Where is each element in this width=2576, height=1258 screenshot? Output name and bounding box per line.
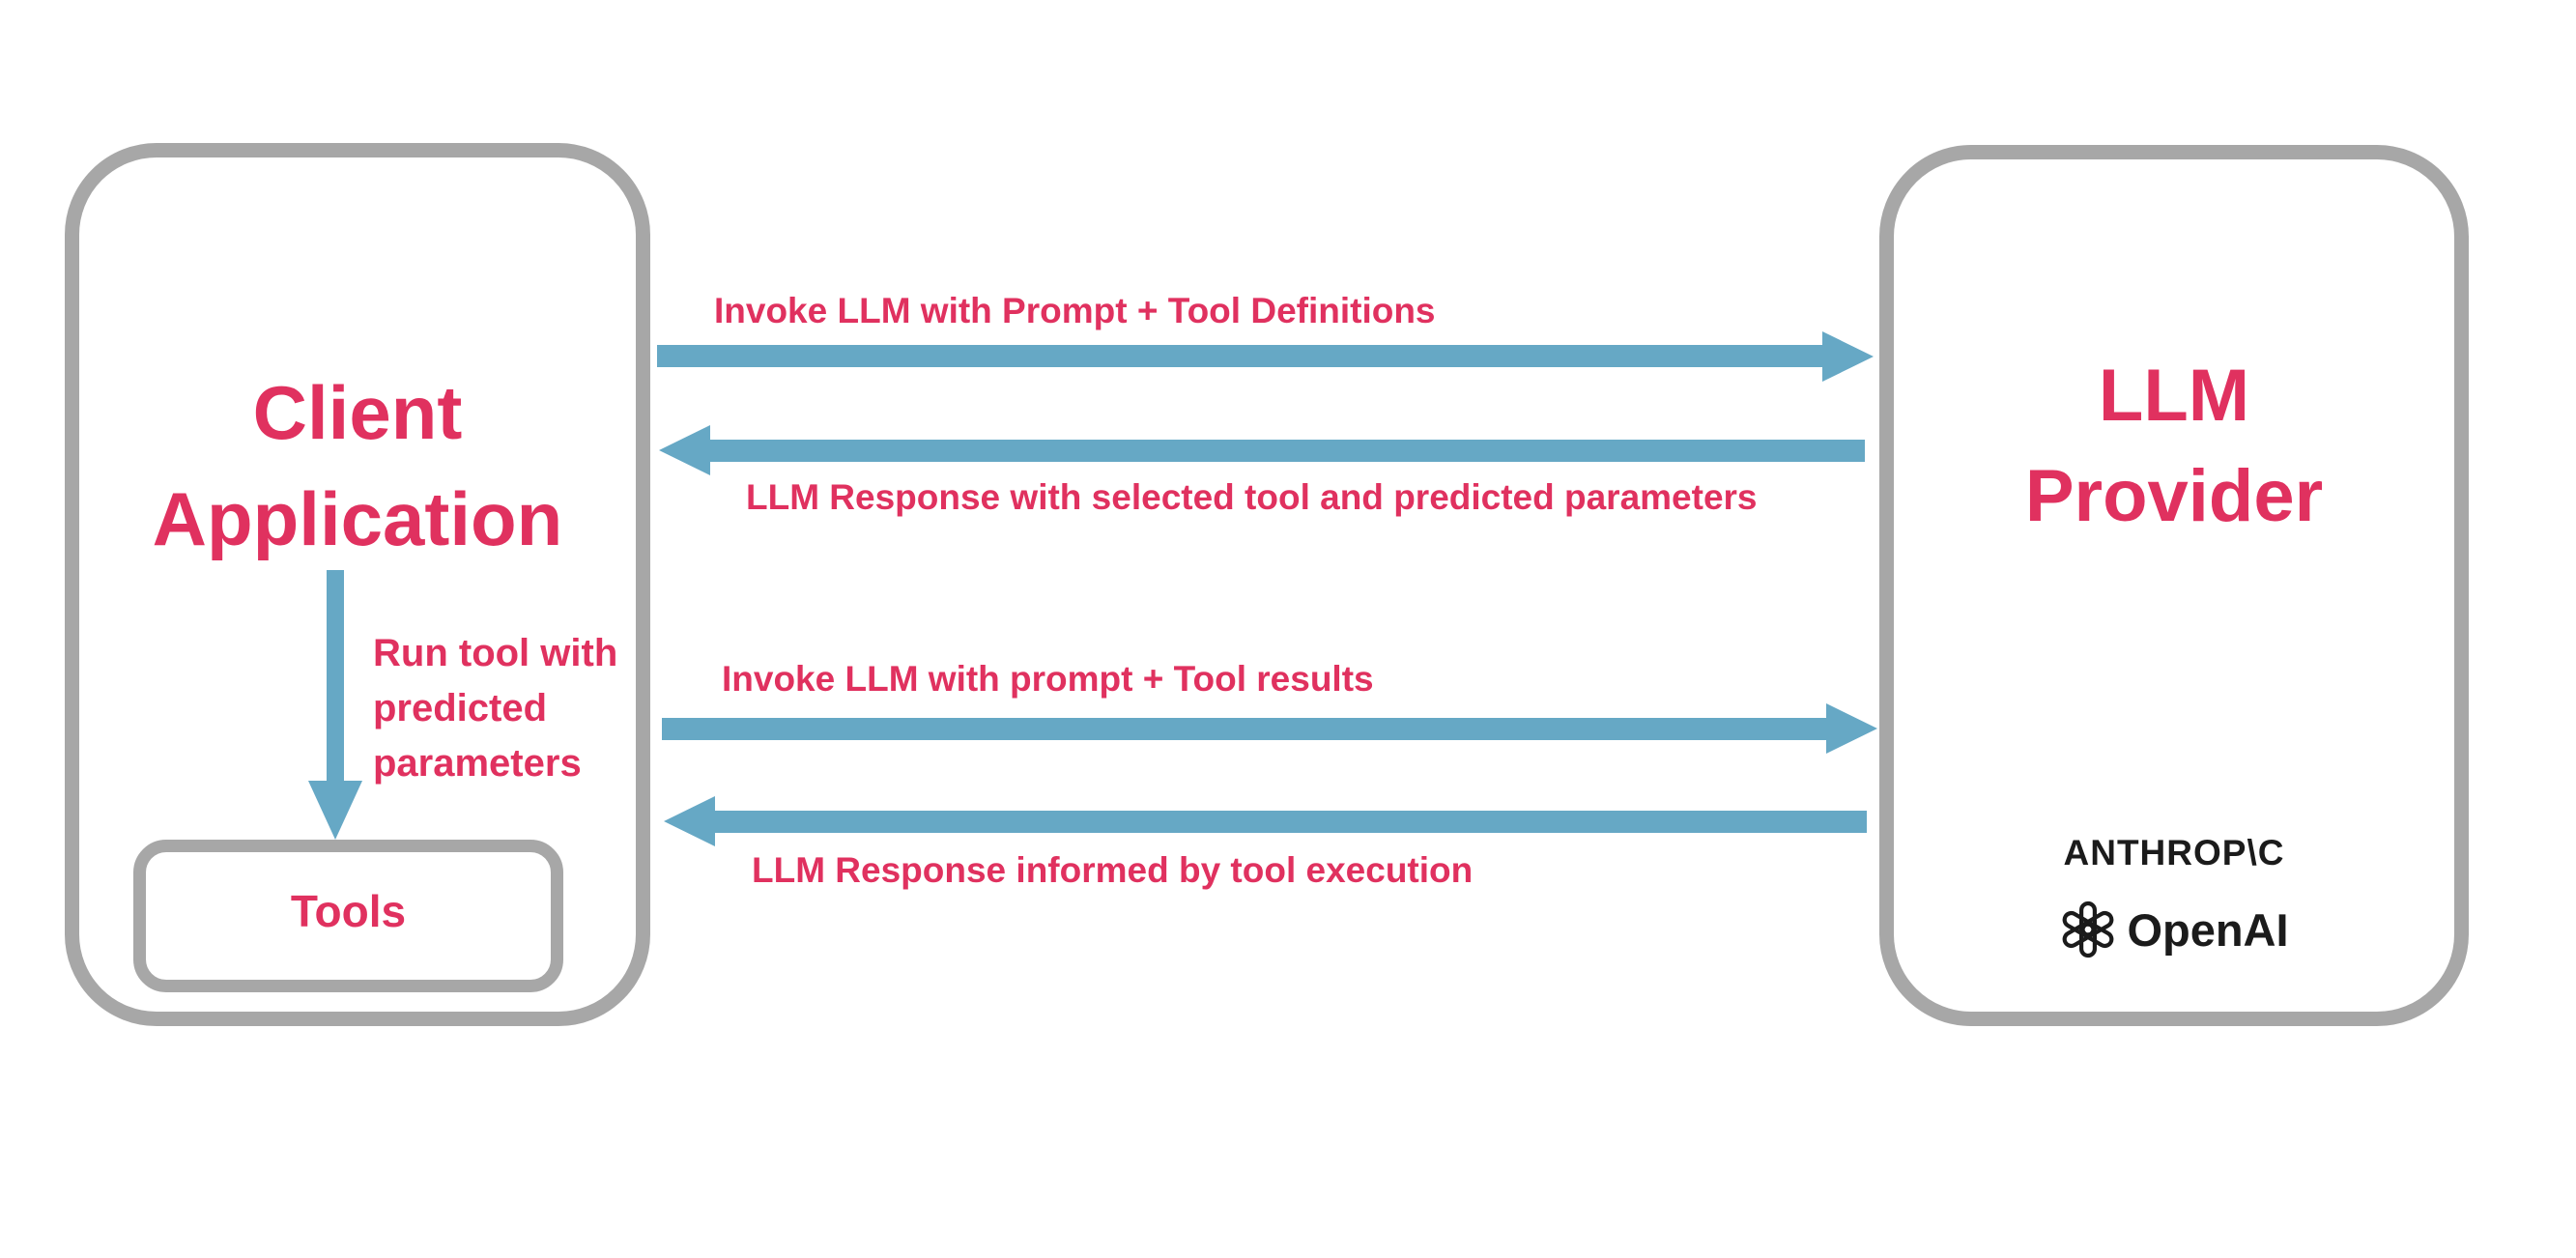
arrow-response-informed-head-icon <box>664 796 715 846</box>
arrow-label-invoke-results: Invoke LLM with prompt + Tool results <box>722 659 1374 699</box>
client-title-line1: Client <box>252 370 463 455</box>
arrow-label-response-informed: LLM Response informed by tool execution <box>752 850 1474 890</box>
arrow-label-response-selected: LLM Response with selected tool and pred… <box>746 477 1758 517</box>
openai-flower-icon <box>2063 901 2114 958</box>
arrow-label-invoke-definitions: Invoke LLM with Prompt + Tool Definition… <box>714 291 1436 330</box>
tools-label: Tools <box>290 886 407 936</box>
arrow-response-selected-head-icon <box>659 425 710 475</box>
llm-provider-title: LLM Provider <box>1879 346 2469 547</box>
arrow-invoke-results-shaft <box>662 718 1828 740</box>
client-application-title: Client Application <box>65 359 650 572</box>
openai-logo: OpenAI <box>1879 901 2469 958</box>
run-tool-note-line2: predicted <box>373 687 548 729</box>
llm-provider-box <box>1879 145 2469 1026</box>
arrow-response-selected-shaft <box>708 440 1865 462</box>
arrow-invoke-results-head-icon <box>1826 703 1877 754</box>
run-tool-note: Run tool with predicted parameters <box>373 626 617 791</box>
arrow-invoke-definitions-shaft <box>657 345 1824 367</box>
provider-title-line2: Provider <box>2024 455 2324 537</box>
run-tool-arrow-head-icon <box>308 781 362 840</box>
arrow-response-informed-shaft <box>713 811 1867 833</box>
provider-logos: ANTHROP\C OpenAI <box>1879 833 2469 958</box>
client-application-box <box>65 143 650 1026</box>
tools-box: Tools <box>133 840 563 992</box>
run-tool-note-line1: Run tool with <box>373 632 618 674</box>
run-tool-arrow-shaft <box>327 570 344 783</box>
run-tool-note-line3: parameters <box>373 742 582 785</box>
anthropic-logo: ANTHROP\C <box>2063 833 2285 872</box>
client-title-line2: Application <box>152 476 563 561</box>
openai-wordmark: OpenAI <box>2127 903 2289 956</box>
provider-title-line1: LLM <box>2098 355 2250 437</box>
arrow-invoke-definitions-head-icon <box>1822 331 1874 382</box>
